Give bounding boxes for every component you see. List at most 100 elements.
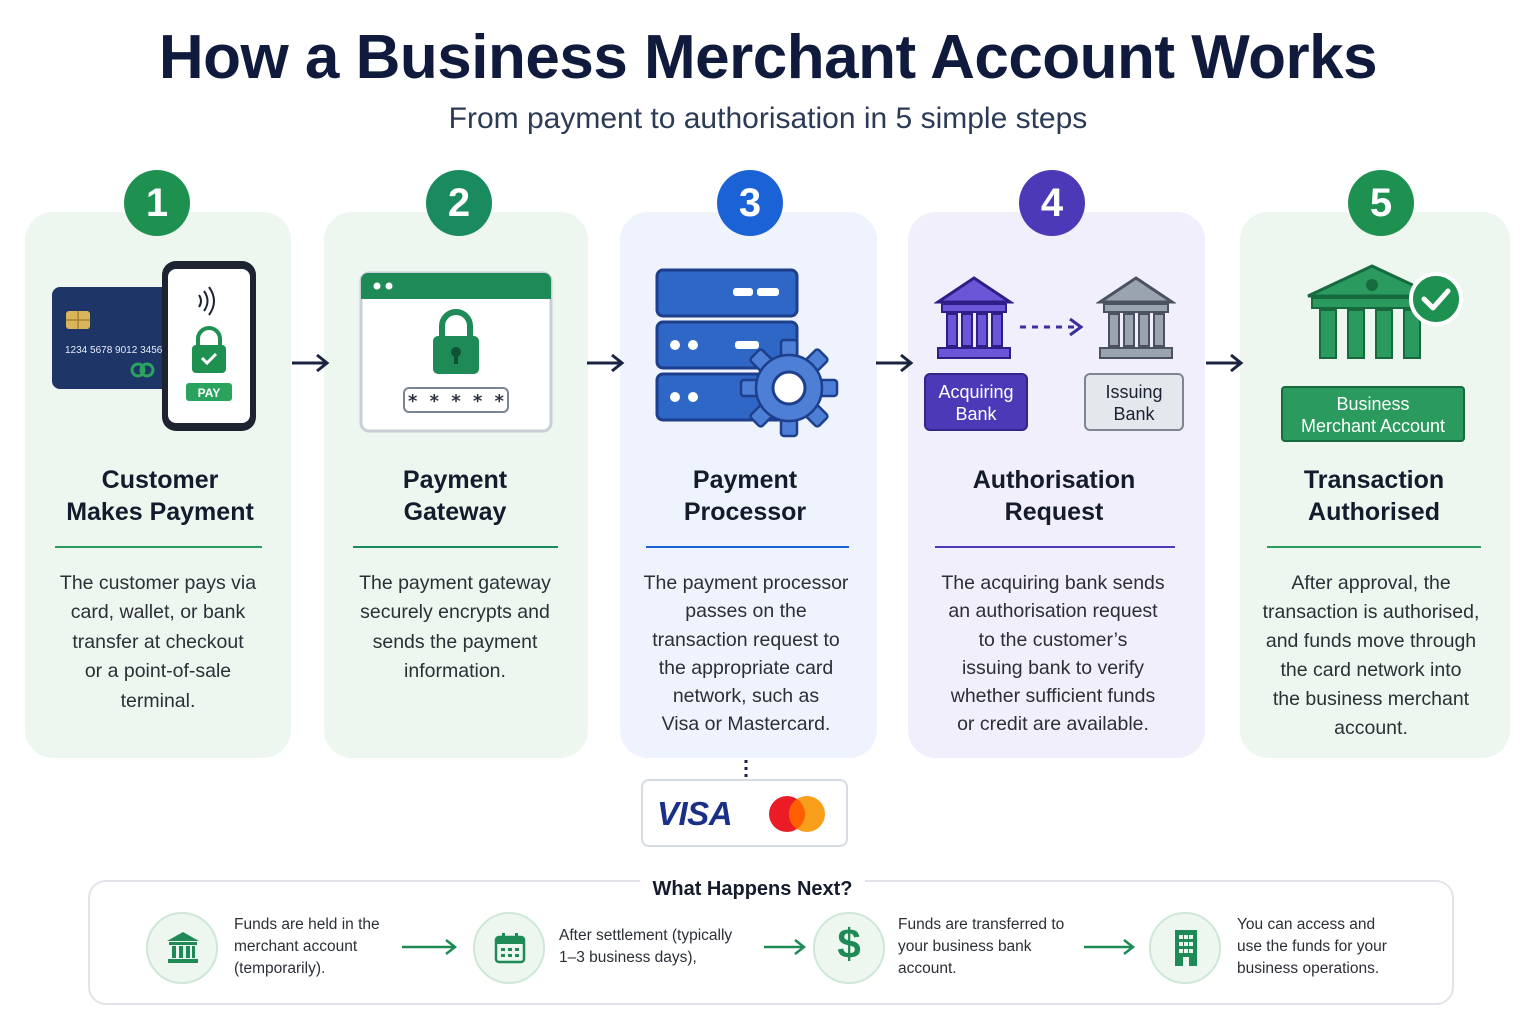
- page-subtitle: From payment to authorisation in 5 simpl…: [448, 102, 1088, 135]
- next-item-2-icon-circle: [473, 912, 545, 984]
- password-field-graphic: [403, 387, 509, 413]
- next-item-4-line: You can access and: [1237, 916, 1376, 933]
- step-1-title-line-1: Customer: [101, 466, 219, 494]
- step-5-title-line-1: Transaction: [1303, 466, 1445, 494]
- next-item-3-line: your business bank: [898, 938, 1032, 955]
- dollar-icon: $: [837, 920, 861, 967]
- step-4-title: Authorisation Request: [924, 464, 1184, 528]
- step-1-desc-line: The customer pays via: [59, 572, 257, 594]
- step-4-desc-line: issuing bank to verify: [961, 656, 1145, 679]
- step-1-title: Customer Makes Payment: [40, 464, 280, 528]
- step-3-badge: 3: [717, 170, 783, 236]
- step-3-desc-line: Visa or Mastercard.: [661, 713, 831, 736]
- dotted-connector: [744, 760, 748, 778]
- next-item-4-text: You can access and use the funds for you…: [1237, 914, 1387, 980]
- next-item-3-icon-circle: $: [813, 912, 885, 984]
- step-3-title-line-2: Processor: [683, 498, 807, 526]
- step-2-badge: 2: [426, 170, 492, 236]
- arrow-right-icon: [1084, 939, 1136, 955]
- server-gear-illustration: [655, 268, 839, 438]
- step-4-divider: [935, 546, 1175, 548]
- pay-button-graphic: [186, 383, 232, 401]
- step-3-title-line-1: Payment: [692, 466, 798, 494]
- card-number: 1234 5678 9012 3456: [65, 345, 163, 356]
- bank-icon: [167, 932, 199, 963]
- visa-logo: VISA: [657, 795, 733, 832]
- check-circle-icon: [1409, 272, 1463, 326]
- step-3-title: Payment Processor: [625, 464, 865, 528]
- step-1-desc-line: terminal.: [120, 689, 196, 712]
- account-line-2: Merchant Account: [1300, 416, 1446, 436]
- step-5-desc-line: the business merchant: [1272, 688, 1470, 711]
- next-item-2-line: 1–3 business days),: [559, 949, 697, 966]
- step-5-desc-line: account.: [1334, 717, 1408, 740]
- approved-bank-illustration: [1307, 264, 1463, 359]
- acquiring-line-1: Acquiring: [938, 382, 1014, 402]
- step-5-desc-line: the card network into: [1280, 659, 1462, 682]
- password-mask: * * * * *: [407, 391, 505, 412]
- step-5-title-line-2: Authorised: [1308, 498, 1440, 526]
- building-icon: [1175, 930, 1197, 966]
- card-network-logos: VISA: [641, 779, 848, 847]
- next-item-3-line: Funds are transferred to: [898, 916, 1065, 933]
- card-and-phone-illustration: 1234 5678 9012 3456 PAY: [52, 261, 256, 431]
- step-3-desc-line: The payment processor: [643, 572, 849, 594]
- calendar-icon: [494, 933, 526, 964]
- arrow-right-icon: [402, 939, 458, 955]
- step-3-desc-line: passes on the: [685, 600, 807, 623]
- step-3-divider: [646, 546, 849, 548]
- step-1-divider: [55, 546, 262, 548]
- gear-icon: [739, 338, 839, 438]
- next-item-2-line: After settlement (typically: [559, 927, 733, 944]
- step-1-badge: 1: [124, 170, 190, 236]
- step-4-title-line-2: Request: [1004, 498, 1104, 526]
- account-line-1: Business: [1336, 394, 1410, 414]
- issuing-line-2: Bank: [1113, 404, 1155, 424]
- issuing-bank-icon: [1096, 276, 1176, 359]
- next-item-1-line: merchant account: [234, 938, 358, 955]
- step-5-description: After approval, the transaction is autho…: [1248, 569, 1494, 744]
- what-happens-next-title: What Happens Next?: [640, 878, 865, 901]
- step-2-divider: [353, 546, 558, 548]
- step-4-desc-line: to the customer’s: [978, 628, 1128, 651]
- step-2-desc-line: The payment gateway: [359, 572, 551, 594]
- arrow-right-icon: [764, 939, 807, 955]
- step-5-desc-line: After approval, the: [1291, 572, 1451, 594]
- acquiring-bank-label: Acquiring Bank: [924, 373, 1028, 431]
- next-item-4-line: business operations.: [1237, 960, 1380, 977]
- padlock-check-icon: [192, 326, 226, 373]
- step-3-description: The payment processor passes on the tran…: [626, 569, 866, 739]
- step-2-desc-line: information.: [404, 660, 506, 683]
- pay-label: PAY: [198, 386, 221, 400]
- contactless-icon: [198, 286, 215, 316]
- step-4-desc-line: or credit are available.: [957, 713, 1149, 736]
- step-4-description: The acquiring bank sends an authorisatio…: [918, 569, 1188, 739]
- step-5-badge: 5: [1348, 170, 1414, 236]
- step-2-title-line-1: Payment: [402, 466, 508, 494]
- step-1-title-line-2: Makes Payment: [66, 498, 254, 526]
- step-2-title-line-2: Gateway: [403, 498, 507, 526]
- issuing-line-1: Issuing: [1105, 382, 1163, 402]
- step-1-desc-line: card, wallet, or bank: [70, 601, 246, 624]
- issuing-bank-label: Issuing Bank: [1084, 373, 1184, 431]
- step-3-desc-line: transaction request to: [652, 628, 840, 651]
- step-5-divider: [1267, 546, 1481, 548]
- step-4-title-line-1: Authorisation: [972, 466, 1136, 494]
- step-4-desc-line: The acquiring bank sends: [941, 572, 1165, 594]
- acquiring-line-2: Bank: [955, 404, 997, 424]
- bank-icon: [1307, 264, 1437, 359]
- next-item-3-text: Funds are transferred to your business b…: [898, 914, 1064, 980]
- next-item-4-icon-circle: [1149, 912, 1221, 984]
- secure-browser-illustration: * * * * *: [359, 271, 553, 433]
- step-1-description: The customer pays via card, wallet, or b…: [40, 569, 276, 716]
- arrow-right-icon: [1206, 353, 1244, 373]
- next-item-3-line: account.: [898, 960, 957, 977]
- arrow-right-icon: [292, 353, 330, 373]
- step-5-title: Transaction Authorised: [1254, 464, 1494, 528]
- next-item-2-text: After settlement (typically 1–3 business…: [559, 925, 732, 969]
- padlock-icon: [433, 309, 479, 374]
- next-item-1-line: (temporarily).: [234, 960, 326, 977]
- next-item-1-text: Funds are held in the merchant account (…: [234, 914, 380, 980]
- next-item-1-icon-circle: [146, 912, 218, 984]
- step-2-title: Payment Gateway: [335, 464, 575, 528]
